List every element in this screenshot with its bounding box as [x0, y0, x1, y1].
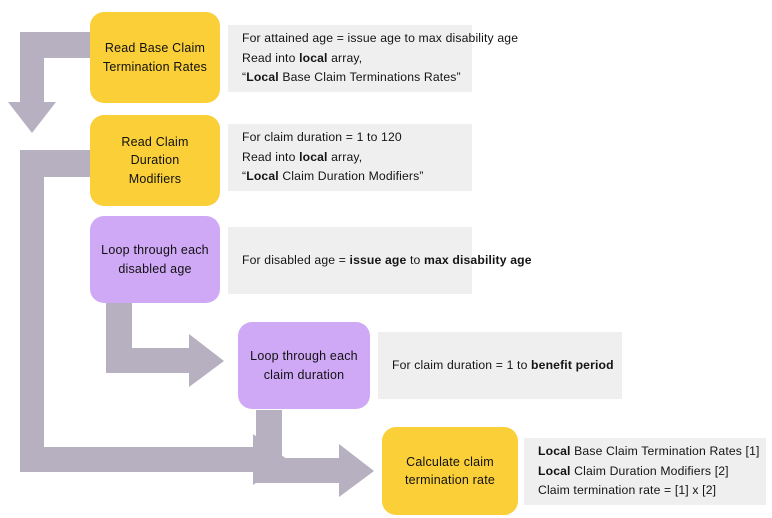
note-disabled-age-loop: For disabled age = issue age to max disa… — [228, 227, 532, 294]
note-bold: Local — [246, 169, 279, 184]
note-text: For disabled age = — [242, 252, 350, 267]
note-text: Base Claim Terminations Rates” — [278, 70, 461, 85]
node-label-line1: Read Base Claim — [104, 41, 206, 56]
node-label-line2: claim duration — [263, 367, 345, 382]
note-line: For claim duration = 1 to 120 — [242, 128, 458, 148]
note-line: “Local Base Claim Terminations Rates” — [242, 68, 461, 88]
note-calculate-rate: Local Base Claim Termination Rates [1] L… — [524, 438, 766, 505]
note-bold: local — [299, 50, 328, 65]
node-label-line1: Read Claim Duration — [121, 135, 189, 168]
node-calculate-claim-termination-rate[interactable]: Calculate claim termination rate — [382, 427, 518, 515]
note-text: Claim termination rate = [1] x [2] — [538, 483, 717, 498]
note-bold: Local — [538, 443, 571, 458]
node-label-line2: Termination Rates — [102, 59, 208, 74]
note-claim-duration-modifiers: For claim duration = 1 to 120 Read into … — [228, 124, 472, 191]
connector-disabled-age-to-claim-duration — [106, 300, 224, 387]
connector-claim-duration-to-calculate — [256, 410, 374, 497]
note-bold: max disability age — [423, 252, 532, 267]
note-bold: local — [299, 149, 328, 164]
note-line: Claim termination rate = [1] x [2] — [538, 481, 752, 501]
note-text: Base Claim Termination Rates [1] — [570, 443, 760, 458]
node-label-line1: Calculate claim — [406, 454, 494, 469]
note-text: For claim duration = 1 to 120 — [242, 129, 402, 144]
note-text: array, — [327, 50, 363, 65]
note-text: to — [406, 252, 424, 267]
note-text: Read into — [242, 149, 300, 164]
note-text: array, — [327, 149, 363, 164]
note-bold: issue age — [349, 252, 407, 267]
node-loop-through-each-claim-duration[interactable]: Loop through each claim duration — [238, 322, 370, 409]
node-label-line1: Loop through each — [250, 349, 358, 364]
note-text: “ — [242, 169, 247, 184]
node-read-claim-duration-modifiers[interactable]: Read Claim Duration Modifiers — [90, 115, 220, 206]
node-label-line2: termination rate — [404, 473, 496, 487]
note-claim-duration-loop: For claim duration = 1 to benefit period — [378, 332, 622, 399]
note-bold: benefit period — [531, 357, 614, 372]
note-line: Local Claim Duration Modifiers [2] — [538, 462, 752, 482]
note-line: Local Base Claim Termination Rates [1] — [538, 442, 759, 462]
node-read-base-claim-termination-rates[interactable]: Read Base Claim Termination Rates — [90, 12, 220, 103]
note-text: Claim Duration Modifiers” — [278, 169, 424, 184]
node-loop-through-each-disabled-age[interactable]: Loop through each disabled age — [90, 216, 220, 303]
note-line: For disabled age = issue age to max disa… — [242, 251, 532, 271]
node-label-line2: disabled age — [118, 261, 192, 276]
node-label-line1: Loop through each — [101, 243, 209, 258]
note-base-claim-termination-rates: For attained age = issue age to max disa… — [228, 25, 518, 92]
note-line: For claim duration = 1 to benefit period — [392, 356, 614, 376]
note-line: For attained age = issue age to max disa… — [242, 29, 518, 49]
note-text: Read into — [242, 50, 300, 65]
connector-loop-back-to-read-base — [8, 32, 92, 133]
note-line: Read into local array, — [242, 49, 458, 69]
note-text: “ — [242, 70, 247, 85]
node-label-line2: Modifiers — [128, 171, 182, 186]
note-bold: Local — [538, 463, 571, 478]
note-line: Read into local array, — [242, 148, 458, 168]
note-text: For attained age = issue age to max disa… — [242, 30, 519, 45]
note-bold: Local — [246, 70, 279, 85]
note-line: “Local Claim Duration Modifiers” — [242, 167, 458, 187]
note-text: Claim Duration Modifiers [2] — [570, 463, 729, 478]
note-text: For claim duration = 1 to — [392, 357, 532, 372]
